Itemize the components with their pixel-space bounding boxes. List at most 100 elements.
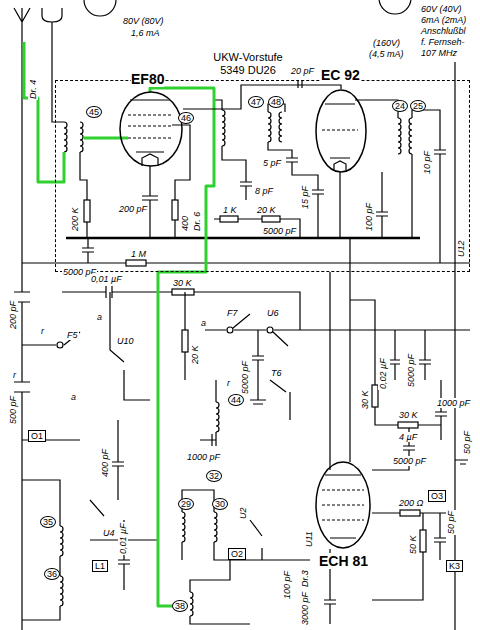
component-value: (160V): [372, 38, 401, 48]
component-value: 60V (40V): [420, 4, 463, 14]
component-value: 0,01 µF: [90, 274, 123, 284]
resistor-symbol: [172, 200, 178, 220]
component-value: 5000 pF: [240, 360, 250, 395]
capacitor-symbol: [82, 238, 94, 263]
callout-number: 44: [228, 394, 244, 406]
component-value: U2: [238, 506, 248, 520]
switch-contact: [267, 327, 273, 333]
component-value: 4 µF: [398, 432, 418, 442]
wire: [372, 513, 455, 600]
resistor-symbol: [220, 216, 238, 222]
coil-symbol: [268, 112, 271, 142]
coil-symbol: [409, 118, 412, 154]
resistor-symbol: [398, 422, 418, 428]
component-value: a: [70, 392, 77, 402]
switch-arm: [233, 314, 288, 346]
switch-symbol: [250, 520, 262, 560]
component-value: 8 pF: [254, 186, 274, 196]
resistor-symbol: [262, 216, 280, 222]
component-value: 400 pF: [100, 448, 110, 478]
wire: [182, 490, 310, 560]
coil-windings: [60, 110, 412, 616]
resistor-symbol: [84, 200, 90, 222]
tube-base: [84, 0, 116, 16]
component-value: Dr. 4: [28, 79, 38, 100]
component-value: U10: [116, 336, 135, 346]
component-value: 5000 pF: [406, 353, 416, 388]
component-value: r: [40, 326, 45, 336]
component-value: 107 MHz: [420, 48, 458, 58]
dashed-module-box: UKW-Vorstufe 5349 DU26EF80EC 92: [55, 80, 470, 272]
highlighted-signal-path: [24, 42, 214, 606]
coil-symbol: [64, 122, 67, 152]
callout-number: 46: [178, 112, 194, 124]
tube-electrode: [325, 104, 355, 170]
wire: [22, 440, 80, 620]
component-value: 5000 pF: [262, 226, 297, 236]
switch-symbol: [270, 380, 290, 420]
callout-number: 45: [86, 106, 102, 118]
component-value: 200 pF: [8, 300, 18, 330]
component-value: 400: [180, 215, 190, 232]
component-value: 1000 pF: [186, 452, 221, 462]
callout-number: 24: [392, 100, 408, 112]
tube-outline: [316, 90, 366, 172]
coil-symbol: [398, 118, 401, 154]
component-value: 100 pF: [364, 202, 374, 232]
tube-base: [379, 0, 411, 14]
capacitor-symbol: [340, 172, 388, 238]
component-value: 15 pF: [300, 185, 310, 210]
wire: [205, 329, 470, 330]
component-value: F5: [66, 330, 79, 340]
tube-electrode: [325, 475, 361, 538]
coil-symbol: [60, 526, 63, 556]
component-value: 3000 pF: [300, 591, 310, 626]
wire: [80, 152, 87, 238]
component-value: T6: [270, 368, 283, 378]
tube-grid: [322, 490, 364, 520]
switch-label: L1: [92, 560, 108, 572]
resistor-symbol: [420, 530, 426, 552]
capacitor-symbol: [298, 80, 302, 88]
coupling-wire: [183, 85, 341, 109]
coil-symbol: [80, 122, 83, 152]
resistor-symbol: [400, 510, 420, 516]
tube-ef80: EF80: [119, 91, 183, 167]
component-value: 0,02 µF: [378, 357, 388, 390]
capacitor-symbol: [112, 420, 130, 590]
component-value: 1 M: [130, 249, 147, 259]
switch-contact: [227, 327, 233, 333]
component-value: U4: [102, 528, 116, 538]
callout-number: 30: [212, 498, 228, 510]
component-value: (4,5 mA): [368, 49, 405, 59]
tube-grid: [322, 129, 358, 130]
switch-label: O1: [28, 430, 46, 442]
switch-label: K3: [446, 560, 463, 572]
tube-label: EF80: [131, 71, 164, 87]
switch-label: O3: [428, 490, 446, 502]
coil-symbol: [60, 576, 63, 606]
component-value: Anschlußbl: [420, 26, 467, 36]
callout-number: 36: [44, 568, 60, 580]
tube-envelope: [315, 461, 371, 549]
component-value: 20 pF: [290, 66, 315, 76]
highlight-line: [24, 42, 64, 182]
component-value: 10 pF: [422, 150, 432, 175]
callout-number: 47: [248, 96, 264, 108]
component-value: 1,6 mA: [130, 28, 161, 38]
component-value: 20 K: [190, 344, 200, 365]
tube-plate: [130, 100, 170, 166]
wire: [454, 62, 455, 630]
antenna-symbol: [14, 8, 30, 40]
callout-number: 48: [268, 96, 284, 108]
component-value: 5000 pF: [392, 456, 427, 466]
component-value: 30 K: [398, 410, 419, 420]
component-value: 200 K: [70, 206, 80, 232]
component-value: U6: [266, 308, 280, 318]
component-value: 30 K: [172, 278, 193, 288]
wire: [21, 40, 22, 630]
component-value: F7: [226, 308, 239, 318]
coil-symbol: [182, 512, 185, 542]
